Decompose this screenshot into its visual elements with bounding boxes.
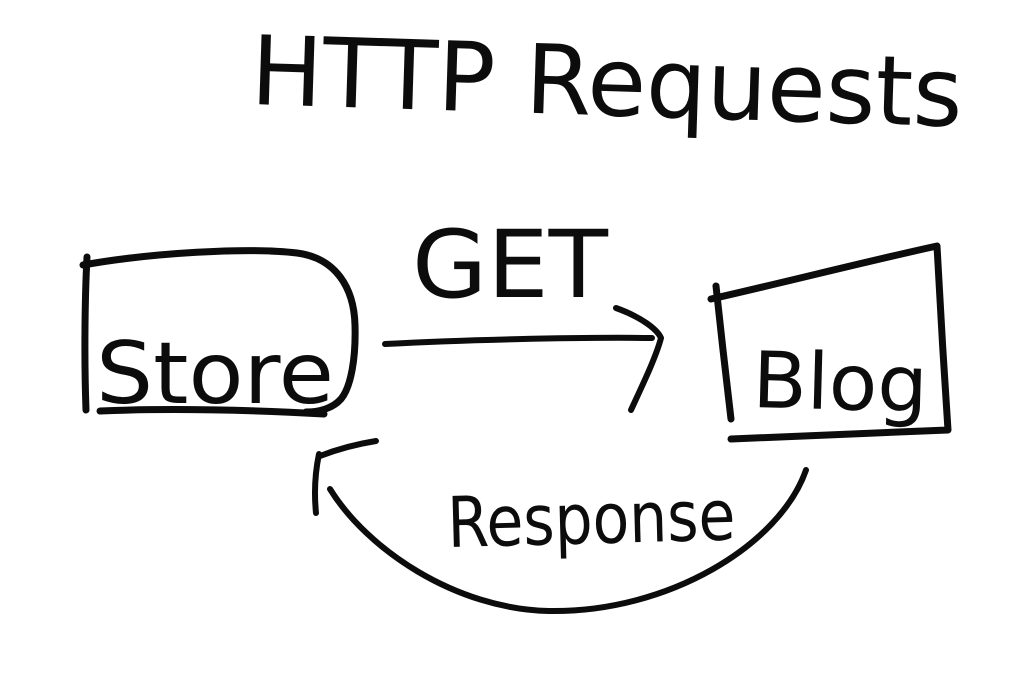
page-title: HTTP Requests — [249, 15, 964, 149]
node-store: Store — [79, 247, 359, 424]
get-arrowhead — [613, 305, 664, 413]
store-label: Store — [96, 324, 334, 424]
blog-box-left-stroke — [712, 282, 735, 423]
edge-get: GET — [382, 211, 664, 413]
store-box-top-right-stroke — [79, 247, 359, 416]
get-label: GET — [412, 211, 609, 320]
get-arrow-shaft — [382, 334, 655, 347]
blog-label: Blog — [752, 336, 929, 431]
response-arrow-curve — [327, 467, 809, 615]
response-arrowhead-down-stroke — [312, 451, 322, 516]
blog-box-outline-stroke — [707, 242, 952, 443]
response-label: Response — [446, 474, 736, 564]
store-box-bottom-stroke — [96, 406, 328, 418]
response-arrowhead-right-stroke — [317, 438, 379, 459]
title-group: HTTP Requests — [249, 15, 964, 149]
node-blog: Blog — [707, 242, 952, 443]
edge-response: Response — [312, 438, 809, 615]
store-box-left-stroke — [81, 253, 91, 414]
